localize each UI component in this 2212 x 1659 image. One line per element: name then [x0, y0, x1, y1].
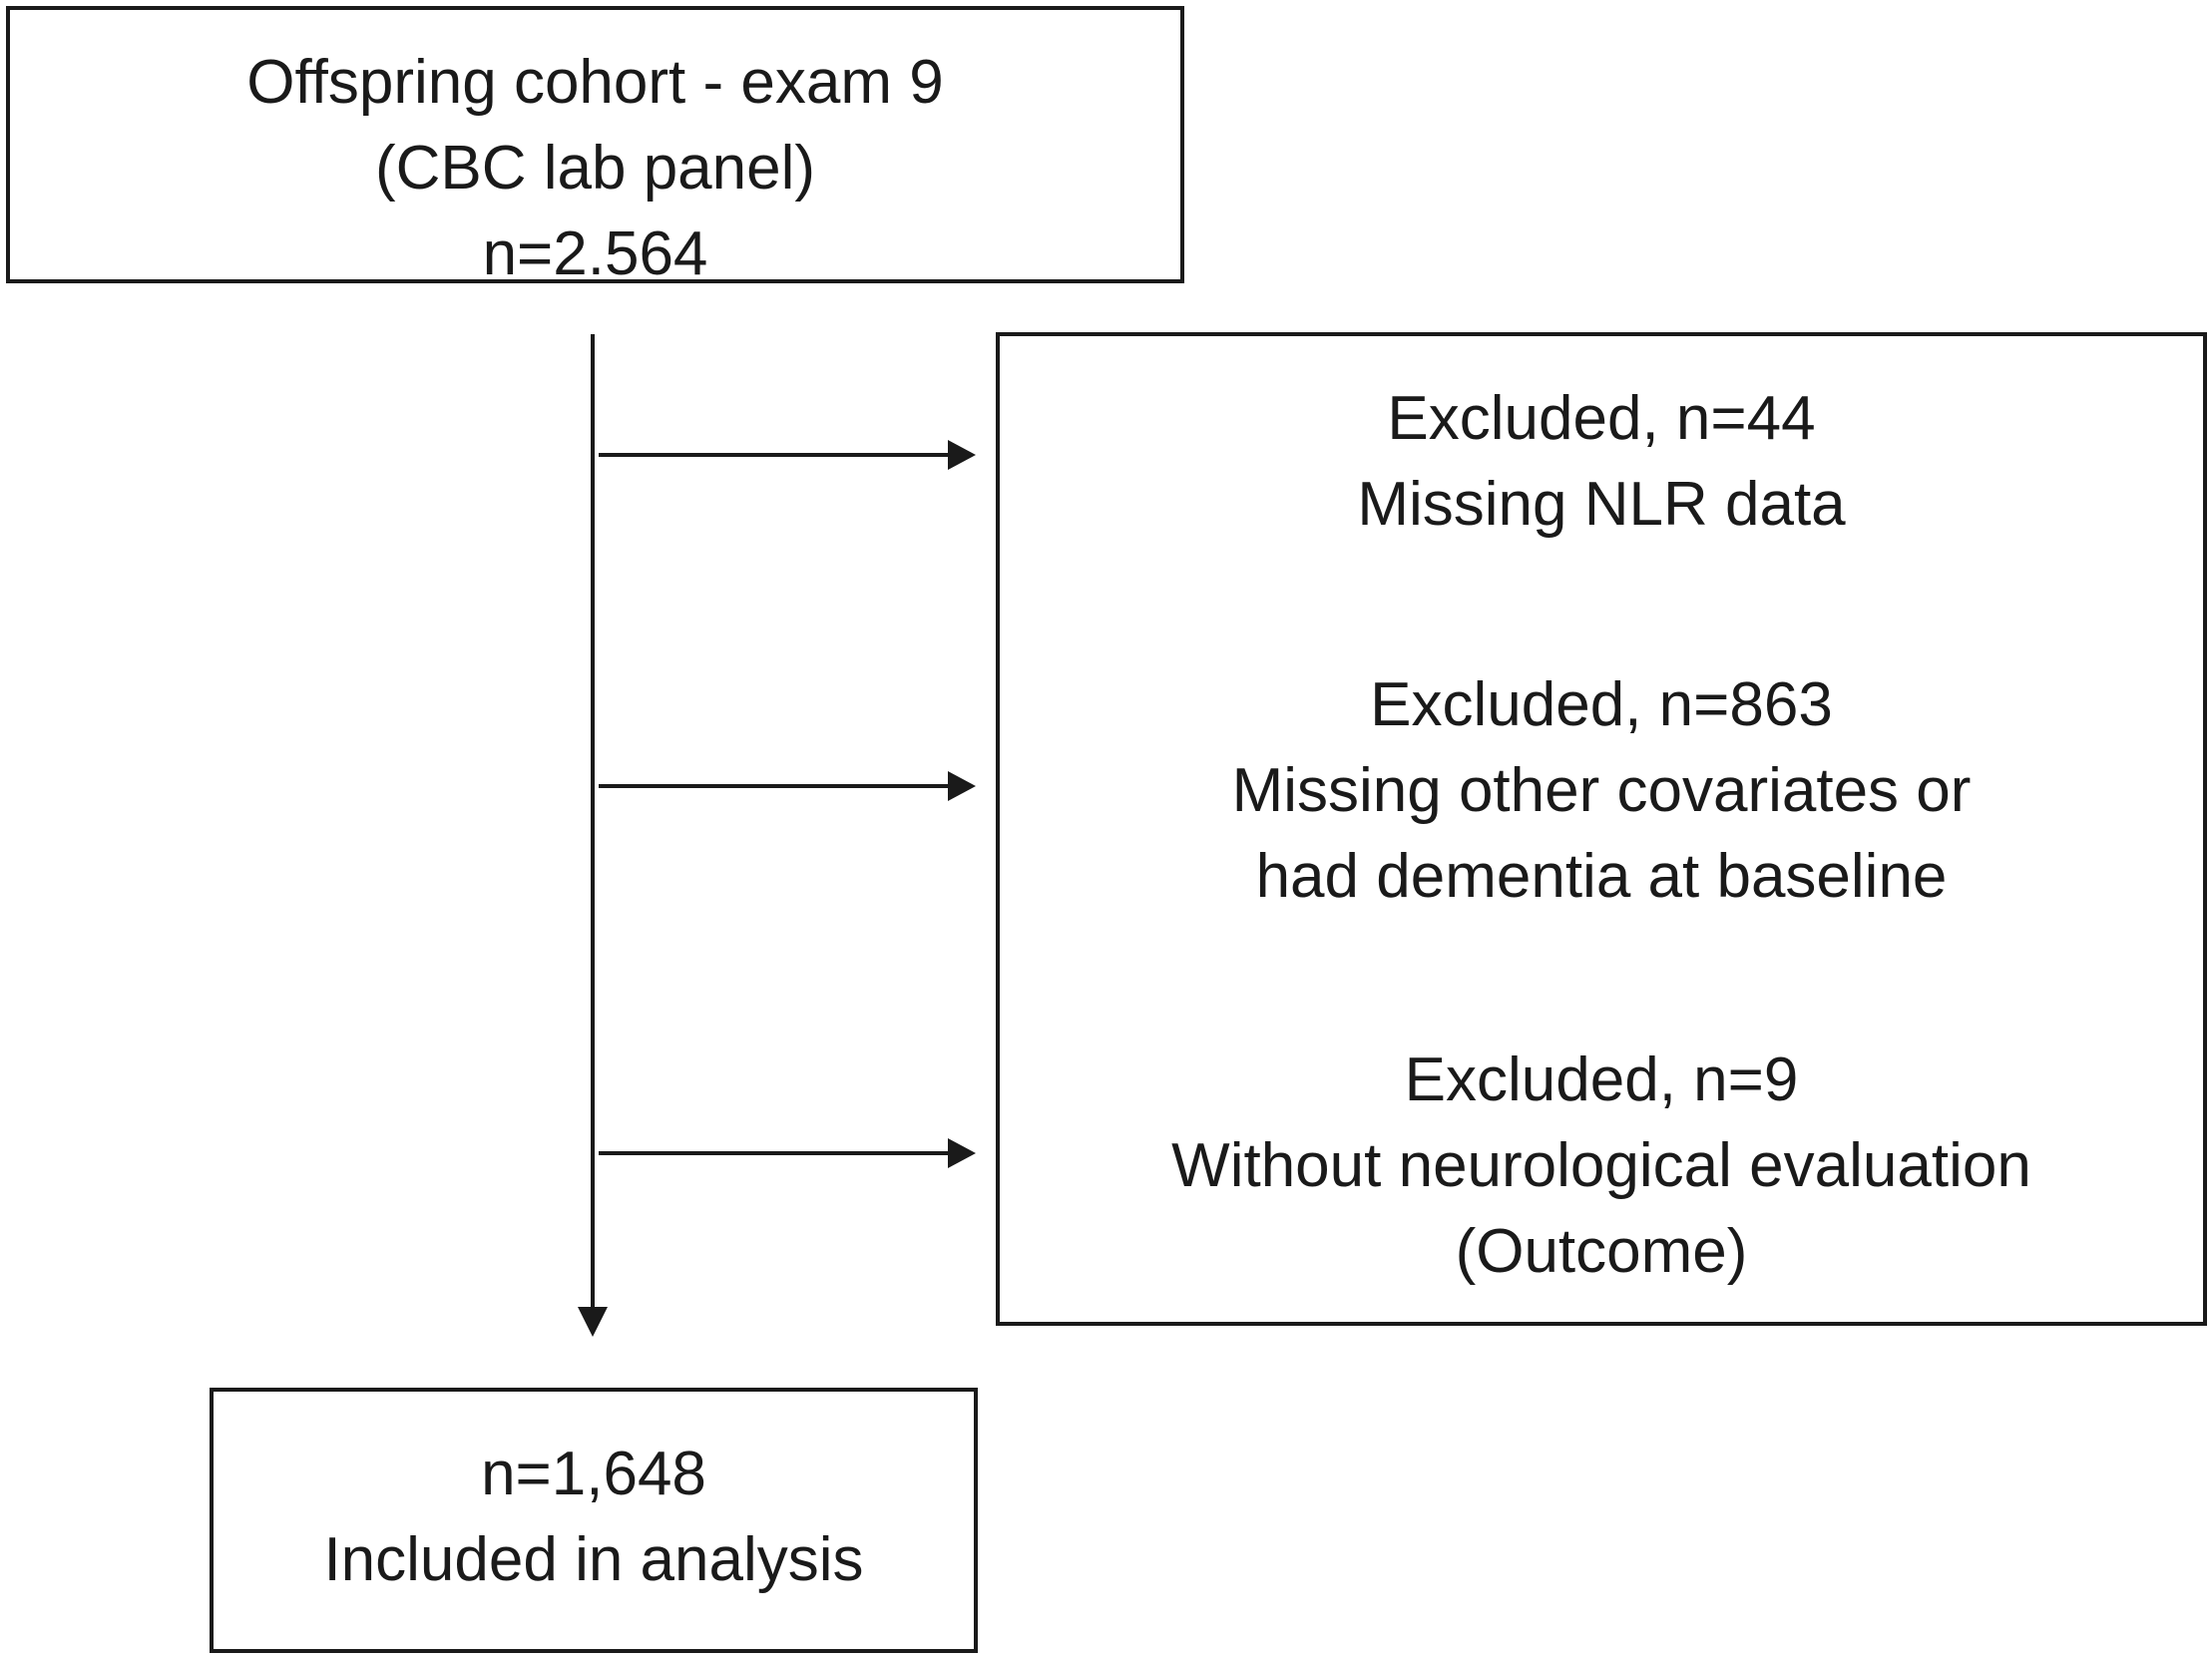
- exclusion-group-missing-nlr: Excluded, n=44 Missing NLR data: [1000, 376, 2203, 548]
- source-cohort-panel: (CBC lab panel): [374, 134, 816, 203]
- exclusion-arrow-1-head: [948, 440, 976, 470]
- exclusion-3-count: Excluded, n=9: [1404, 1045, 1799, 1114]
- source-cohort-text: Offspring cohort - exam 9 (CBC lab panel…: [10, 40, 1180, 297]
- exclusion-2-count: Excluded, n=863: [1370, 670, 1833, 739]
- source-cohort-box: Offspring cohort - exam 9 (CBC lab panel…: [6, 6, 1184, 288]
- analysis-sample-text: n=1,648 Included in analysis: [214, 1432, 974, 1603]
- exclusion-3-reason-line-1: Without neurological evaluation: [1171, 1131, 2031, 1200]
- exclusion-3-reason-line-2: (Outcome): [1455, 1217, 1748, 1286]
- exclusions-box: Excluded, n=44 Missing NLR data Excluded…: [996, 332, 2207, 1326]
- analysis-sample-box: n=1,648 Included in analysis: [210, 1388, 978, 1653]
- analysis-sample-label: Included in analysis: [323, 1525, 864, 1594]
- exclusion-arrow-2-head: [948, 771, 976, 801]
- main-flow-arrowhead: [578, 1307, 608, 1337]
- exclusion-group-covariates-dementia: Excluded, n=863 Missing other covariates…: [1000, 662, 2203, 920]
- exclusion-arrow-3-head: [948, 1138, 976, 1168]
- analysis-sample-count: n=1,648: [481, 1440, 706, 1508]
- exclusion-group-neuro-evaluation: Excluded, n=9 Without neurological evalu…: [1000, 1037, 2203, 1295]
- source-cohort-title: Offspring cohort - exam 9: [246, 48, 944, 117]
- exclusion-1-reason: Missing NLR data: [1357, 470, 1846, 539]
- exclusion-2-reason-line-1: Missing other covariates or: [1231, 756, 1972, 825]
- source-cohort-count: n=2.564: [482, 219, 708, 288]
- exclusion-1-count: Excluded, n=44: [1387, 384, 1816, 453]
- exclusion-2-reason-line-2: had dementia at baseline: [1255, 842, 1948, 911]
